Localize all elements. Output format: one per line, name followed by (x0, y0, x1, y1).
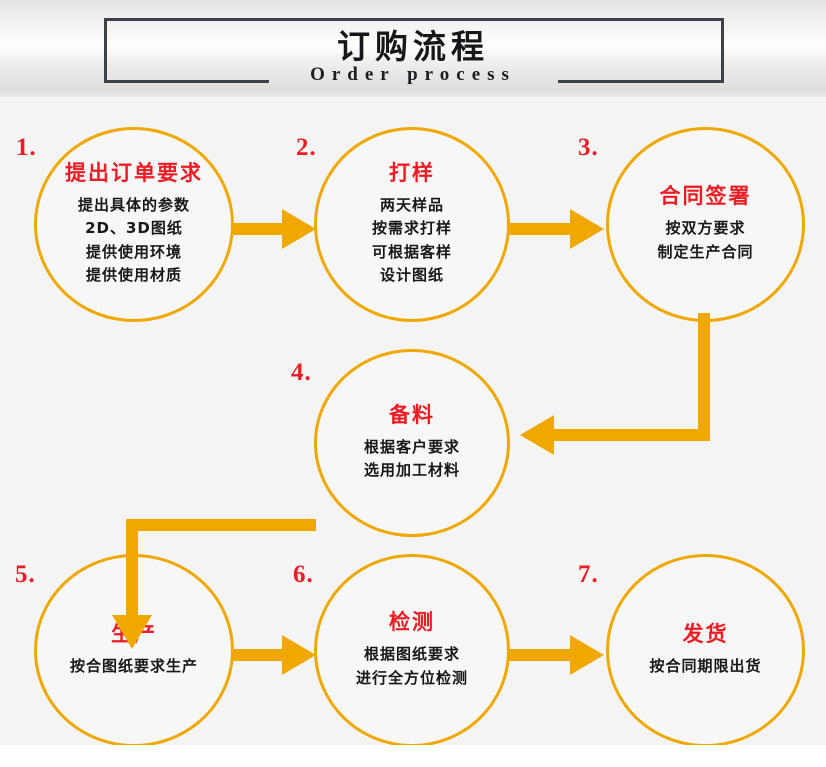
flow-node-5-body: 按合图纸要求生产 (70, 655, 198, 678)
page-subtitle: Order process (310, 64, 516, 85)
flow-node-6-line-1: 根据图纸要求 (363, 645, 460, 664)
flow-node-7-index: 7. (578, 561, 599, 588)
flow-node-2-line-1: 两天样品 (379, 196, 444, 215)
flow-node-2-line-3: 可根据客样 (371, 242, 452, 261)
flow-node-6[interactable]: 检测 根据图纸要求 进行全方位检测 (314, 554, 510, 747)
flow-node-7[interactable]: 发货 按合同期限出货 (606, 554, 805, 747)
flow-node-6-body: 根据图纸要求 进行全方位检测 (356, 643, 468, 690)
arrow-node5-to-node6-icon (232, 631, 318, 679)
flow-node-3-line-1: 按双方要求 (665, 219, 746, 238)
flow-node-7-title: 发货 (682, 621, 729, 646)
flow-node-1-line-1: 提出具体的参数 (77, 196, 190, 215)
flow-node-1-line-3: 提供使用环境 (85, 242, 182, 261)
flow-node-3-index: 3. (578, 134, 599, 161)
footer-strip (0, 745, 826, 767)
flow-node-3-line-2: 制定生产合同 (657, 242, 754, 261)
arrow-node1-to-node2-icon (232, 205, 318, 253)
flow-node-7-line-1: 按合同期限出货 (649, 656, 762, 675)
flow-node-4-title: 备料 (389, 402, 435, 427)
header-frame-border (104, 18, 724, 83)
flow-node-2-line-2: 按需求打样 (371, 219, 452, 238)
header-frame-tick-left (104, 73, 107, 83)
flow-node-4-index: 4. (291, 359, 312, 386)
arrow-node4-to-node5-icon (112, 519, 316, 649)
flow-node-6-line-2: 进行全方位检测 (355, 668, 468, 687)
arrow-node2-to-node3-icon (508, 205, 608, 253)
flow-canvas: 提出订单要求 提出具体的参数 2D、3D图纸 提供使用环境 提供使用材质 1. … (0, 97, 826, 747)
arrow-node3-to-node4-icon (520, 313, 710, 455)
arrow-node6-to-node7-icon (508, 631, 608, 679)
flow-node-3[interactable]: 合同签署 按双方要求 制定生产合同 (606, 127, 805, 322)
flow-node-1-index: 1. (16, 134, 37, 161)
header-band: 订购流程 Order process (0, 0, 826, 97)
header-frame-rule-left (104, 80, 269, 83)
flow-node-5-index: 5. (15, 561, 36, 588)
flow-node-4-body: 根据客户要求 选用加工材料 (364, 436, 460, 483)
flow-node-1-body: 提出具体的参数 2D、3D图纸 提供使用环境 提供使用材质 (78, 194, 190, 287)
page-title: 订购流程 (337, 27, 489, 66)
flow-node-2-title: 打样 (389, 160, 435, 185)
flow-node-4-line-1: 根据客户要求 (363, 437, 460, 456)
flow-node-2-body: 两天样品 按需求打样 可根据客样 设计图纸 (372, 194, 452, 287)
flow-node-5-line-1: 按合图纸要求生产 (69, 656, 198, 675)
flow-node-1-line-4: 提供使用材质 (85, 265, 182, 284)
header-frame-rule-right (558, 80, 724, 83)
flow-node-1-line-2: 2D、3D图纸 (85, 219, 183, 238)
flow-node-2-index: 2. (296, 134, 317, 161)
flow-node-1[interactable]: 提出订单要求 提出具体的参数 2D、3D图纸 提供使用环境 提供使用材质 (34, 127, 234, 322)
flow-node-3-title: 合同签署 (659, 184, 752, 209)
flow-node-6-title: 检测 (389, 610, 435, 635)
flow-node-6-index: 6. (293, 561, 314, 588)
flow-node-4[interactable]: 备料 根据客户要求 选用加工材料 (314, 349, 510, 537)
flow-node-1-title: 提出订单要求 (65, 160, 203, 185)
flow-node-2-line-4: 设计图纸 (379, 265, 444, 284)
flow-node-2[interactable]: 打样 两天样品 按需求打样 可根据客样 设计图纸 (314, 127, 510, 322)
flow-node-7-body: 按合同期限出货 (649, 655, 761, 678)
header-frame-tick-right (721, 73, 724, 83)
flow-node-3-body: 按双方要求 制定生产合同 (657, 217, 753, 264)
flow-node-4-line-2: 选用加工材料 (363, 461, 460, 480)
